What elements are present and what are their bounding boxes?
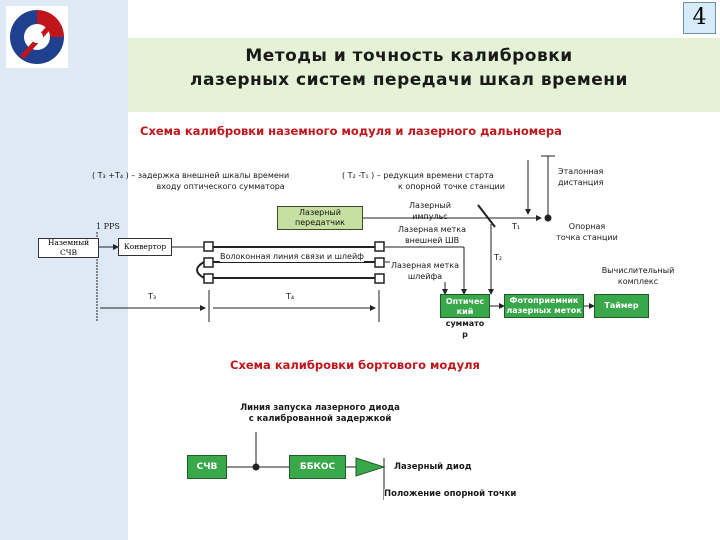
combiner-line2: кий [456,307,474,316]
t2-label: T₂ [494,253,503,262]
page-number: 4 [683,2,716,34]
reference-distance-line2: дистанция [558,178,604,187]
photoreceiver-line2: лазерных меток [506,306,582,315]
t3-label: T₃ [148,292,157,301]
laser-pulse-line1: Лазерный [409,201,451,210]
computing-complex-label: Вычислительный комплекс [596,265,680,287]
reference-point-line2: точка станции [556,233,618,242]
title-line-1: Методы и точность калибровки [245,46,573,66]
fiber-connector [203,257,214,268]
fiber-connector [374,241,385,252]
reference-distance-label: Эталонная дистанция [558,166,603,188]
t4-label: T₄ [286,292,295,301]
reference-distance-line1: Эталонная [558,167,604,176]
reference-point-label: Опорная точка станции [546,221,628,243]
laser-tx-line1: Лазерный [299,208,341,217]
onboard-scheme-heading: Схема калибровки бортового модуля [230,358,480,372]
note-t21-line1: ( T₂ -T₁ ) – редукция времени старта [342,171,494,180]
ground-scheme-heading: Схема калибровки наземного модуля и лазе… [140,124,562,138]
fiber-connector [374,273,385,284]
title-line-2: лазерных систем передачи шкал времени [190,70,628,90]
trigger-line-text2: с калиброванной задержкой [248,414,392,424]
loop-mark-line2: шлейфа [407,272,443,281]
laser-pulse-label: Лазерный импульс [402,200,458,222]
combiner-line1: Оптичес [445,297,485,306]
laser-tx-line2: передатчик [294,218,345,227]
ground-clock-line2: СЧВ [59,248,78,257]
title-band [128,38,720,112]
fiber-connector [374,257,385,268]
note-t34-line1: ( T₃ +T₄ ) – задержка внешней шкалы врем… [92,171,290,180]
laser-diode-icon [355,457,386,477]
loop-mark-label: Лазерная метка шлейфа [390,260,460,282]
timer-box: Таймер [594,294,649,318]
note-t21: ( T₂ -T₁ ) – редукция времени старта к о… [342,170,505,192]
t1-label: T₁ [512,222,521,231]
reference-point-dot [544,214,552,222]
page-title: Методы и точность калибровки лазерных си… [128,44,690,92]
photoreceiver-line1: Фотоприемник [509,296,579,305]
logo [6,6,68,68]
laser-diode-label: Лазерный диод [394,462,472,472]
external-mark-line2: внешней ШВ [404,236,460,245]
ground-clock-line1: Наземный [47,238,90,247]
converter-box: Конвертор [118,238,172,256]
fiber-loop [196,261,205,279]
note-t34-line2: входу оптического сумматора [156,182,285,191]
fiber-label: Волоконная линия связи и шлейф [220,251,364,262]
pps-label: 1 PPS [96,222,120,231]
note-t21-line2: к опорной точке станции [398,182,505,191]
computing-complex-line2: комплекс [617,277,659,286]
combiner-line3: суммато [445,319,485,328]
trigger-line-text1: Линия запуска лазерного диода [240,403,400,413]
laser-pulse-line2: импульс [412,212,448,221]
external-mark-label: Лазерная метка внешней ШВ [394,224,470,246]
fiber-connector [203,273,214,284]
loop-mark-line1: Лазерная метка [390,261,459,270]
beam-splitter [477,204,496,228]
onboard-clock-box: СЧВ [187,455,227,479]
bbkos-box: ББКОС [289,455,346,479]
optical-combiner-tail: суммато р [440,318,490,340]
reference-position-label: Положение опорной точки [384,489,517,500]
computing-complex-line1: Вычислительный [601,266,675,275]
combiner-line4: р [462,330,468,339]
trigger-junction-dot [252,463,260,471]
note-t34: ( T₃ +T₄ ) – задержка внешней шкалы врем… [92,170,289,192]
reference-point-line1: Опорная [568,222,606,231]
fiber-connector [203,241,214,252]
external-mark-line1: Лазерная метка [397,225,466,234]
left-strip [0,0,128,540]
trigger-line-label: Линия запуска лазерного диода с калибров… [200,403,440,425]
